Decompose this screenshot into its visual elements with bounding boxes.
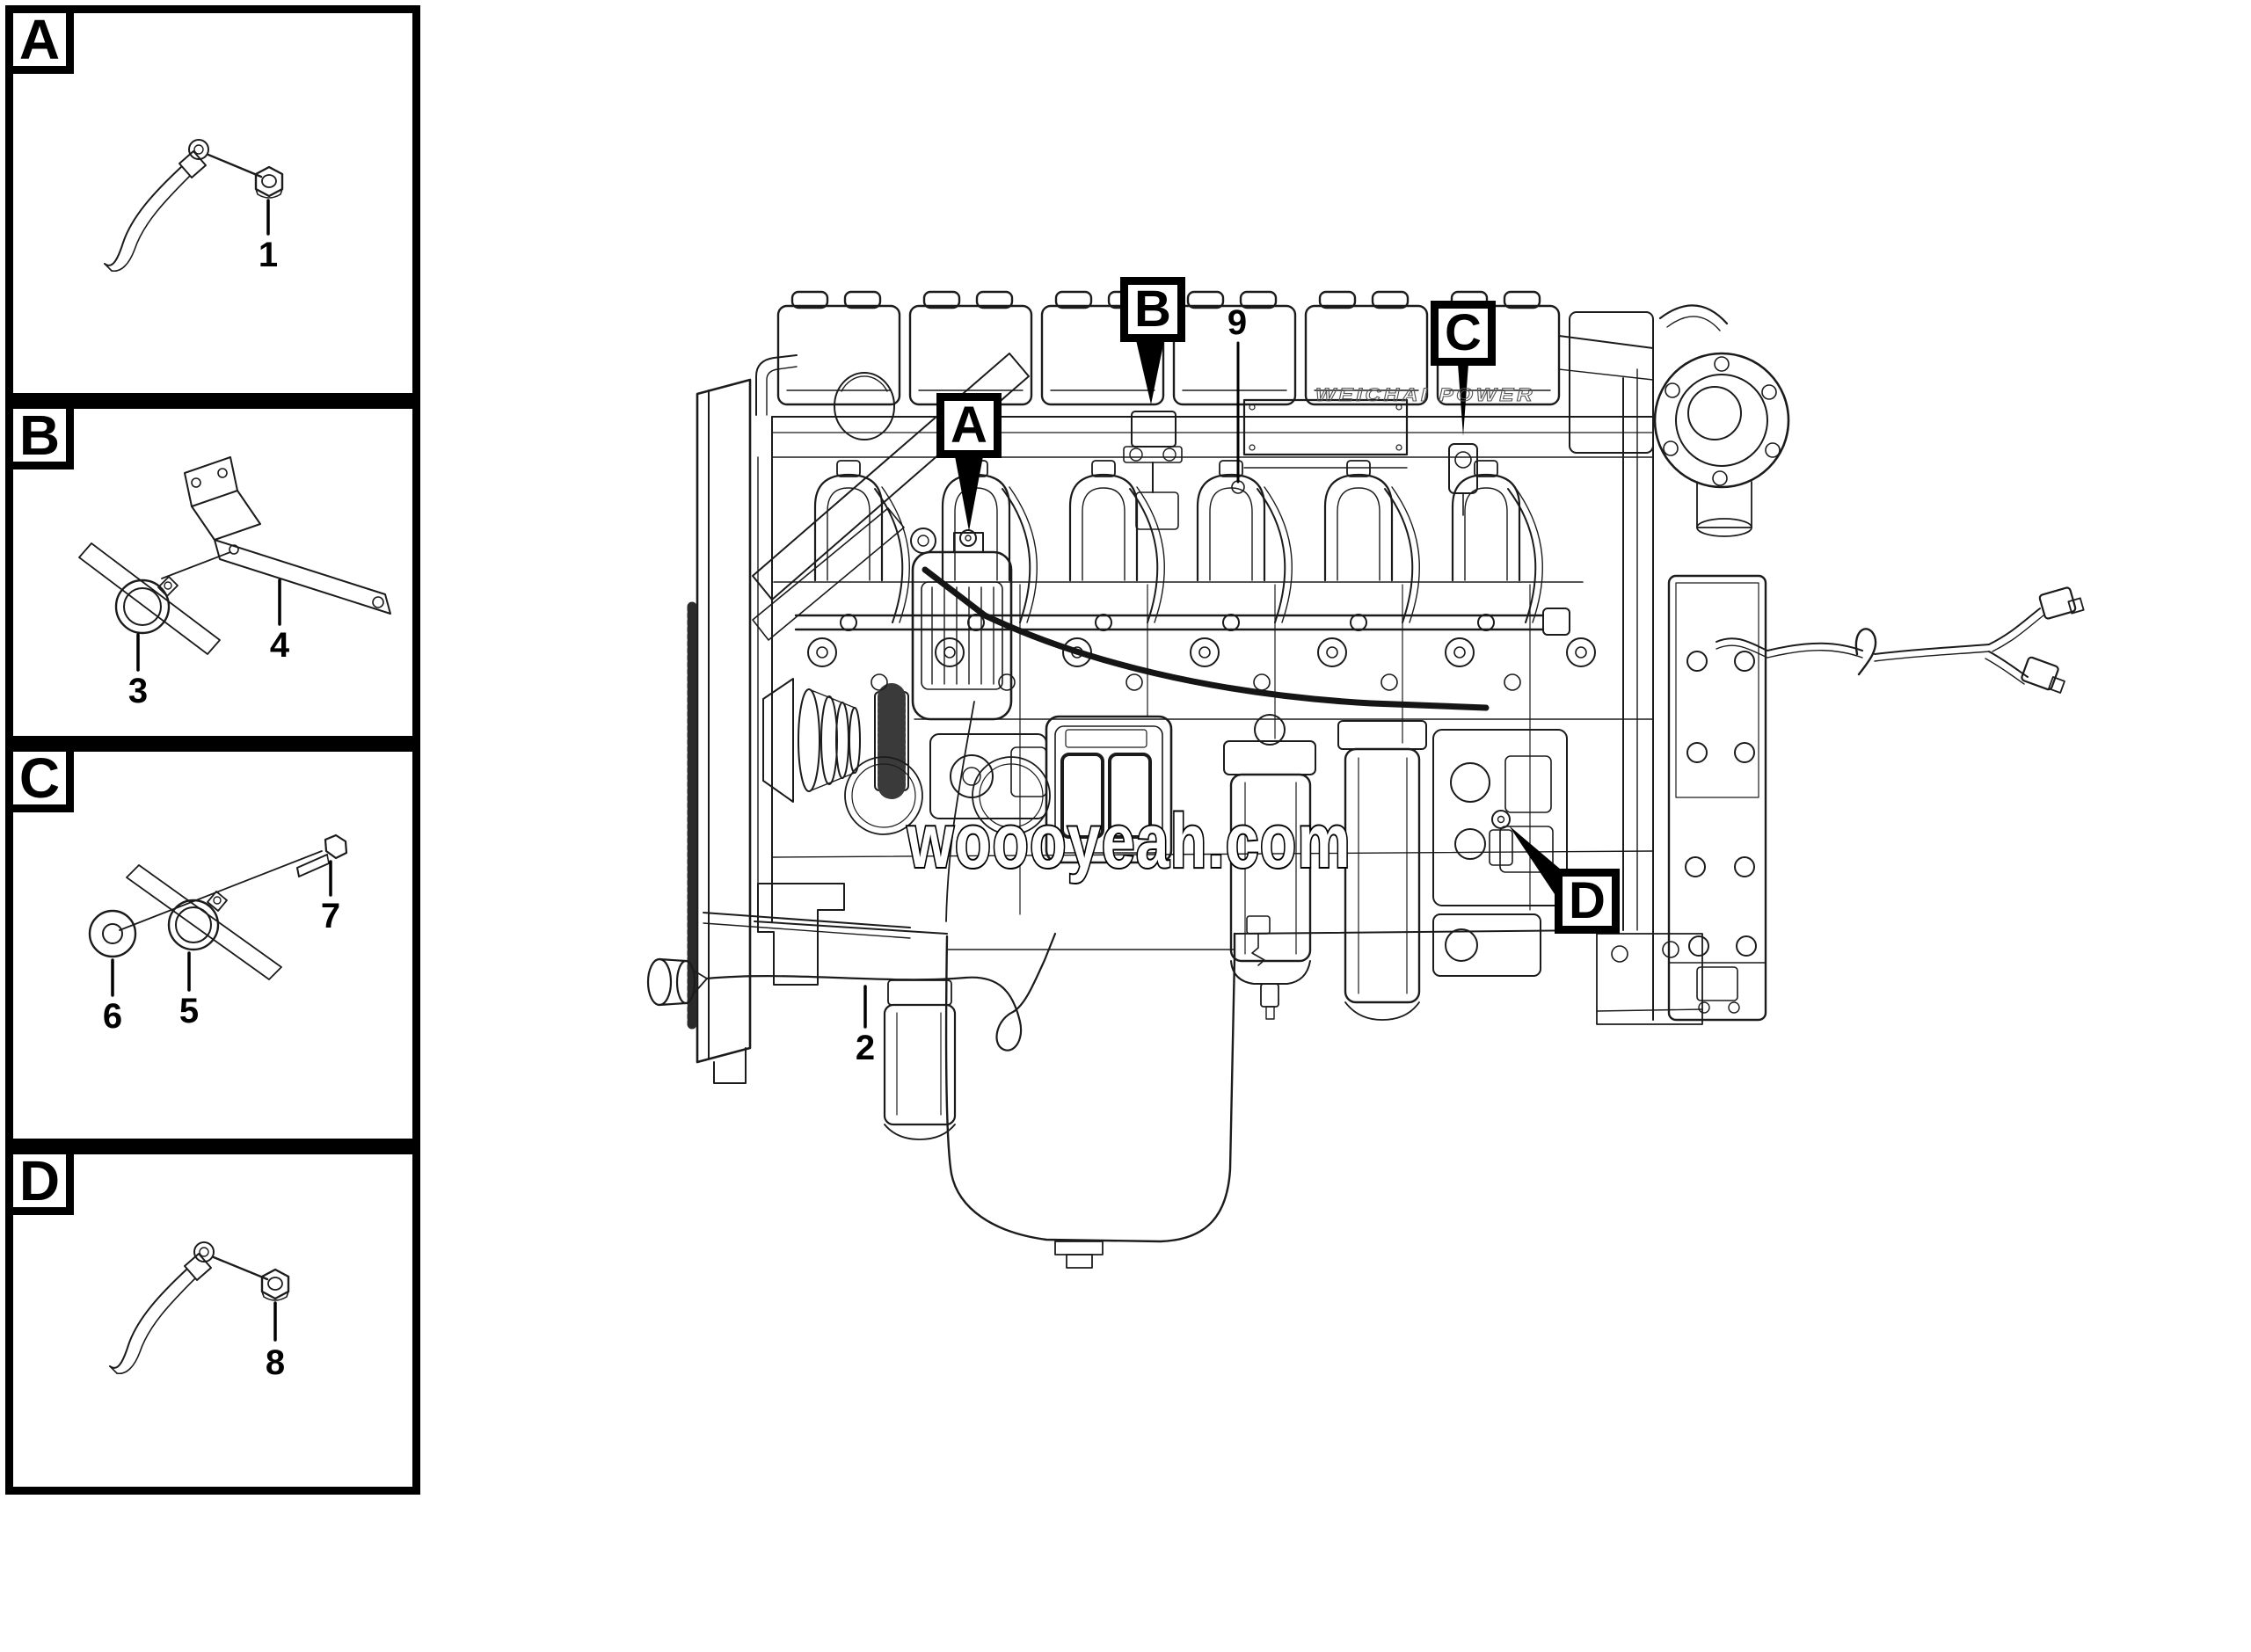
panel-c-drawing [88, 833, 348, 980]
callout-box-c: C [1431, 301, 1496, 366]
engine-line-art [78, 139, 2085, 1374]
detail-panel-b [5, 401, 420, 744]
callout-box-a: A [936, 393, 1002, 458]
panel-letter-b: B [18, 404, 61, 467]
panel-label-b: B [5, 401, 74, 469]
panel-letter-d: D [18, 1149, 61, 1212]
part-number-3: 3 [127, 672, 149, 710]
callout-letter-d: D [1569, 872, 1606, 929]
detail-panel-a [5, 5, 420, 401]
callout-box-d: D [1555, 869, 1620, 934]
callout-letter-c: C [1445, 304, 1482, 361]
panel-letter-a: A [18, 8, 61, 71]
engine-embossed-text: WEICHAI POWER [1315, 385, 1535, 405]
detail-panel-c [5, 744, 420, 1146]
part-number-6: 6 [102, 997, 123, 1036]
panel-label-c: C [5, 744, 74, 812]
part-number-5: 5 [178, 992, 200, 1030]
part-number-9: 9 [1227, 303, 1248, 342]
part-number-4: 4 [269, 626, 290, 665]
panel-b-drawing [78, 456, 391, 655]
part-number-1: 1 [258, 236, 279, 274]
panel-a-drawing [104, 139, 284, 272]
panel-label-a: A [5, 5, 74, 74]
part-number-2: 2 [855, 1029, 876, 1067]
part-number-7: 7 [320, 897, 341, 935]
panel-label-d: D [5, 1146, 74, 1215]
callout-box-b: B [1120, 277, 1185, 342]
part-number-8: 8 [265, 1343, 286, 1382]
callout-letter-a: A [951, 397, 987, 454]
callout-letter-b: B [1134, 280, 1171, 338]
panel-letter-c: C [18, 746, 61, 810]
leader-lines [111, 199, 1240, 1342]
panel-d-drawing [109, 1241, 290, 1374]
detail-panel-d [5, 1146, 420, 1495]
watermark-text: woooyeah.com [907, 799, 1351, 884]
